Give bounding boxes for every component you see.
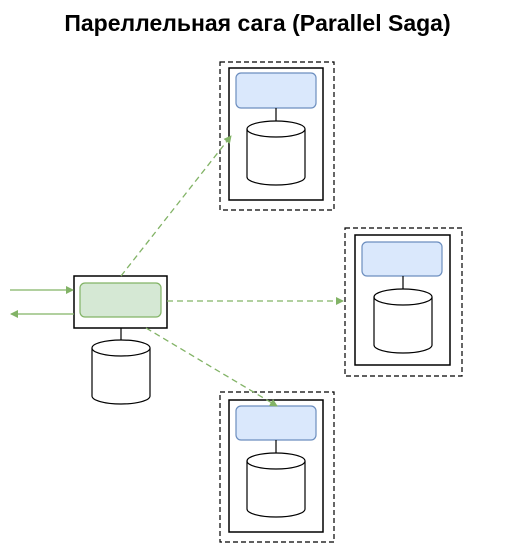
participant-1-database-icon	[246, 120, 306, 186]
participant-service-1	[219, 61, 335, 211]
participant-1-service-box[interactable]	[235, 72, 317, 109]
orchestrator-database-icon	[91, 339, 151, 405]
participant-service-2	[344, 227, 463, 377]
saga-arrow-to-participant-3	[145, 327, 278, 407]
participant-3-database-icon	[246, 452, 306, 518]
participant-3-dashed-boundary	[219, 391, 335, 543]
participant-2-dashed-boundary	[344, 227, 463, 377]
saga-arrow-to-participant-1	[120, 135, 232, 277]
participant-2-database-icon	[373, 288, 433, 354]
participant-1-dashed-boundary	[219, 61, 335, 211]
page-title: Пареллельная сага (Parallel Saga)	[64, 10, 451, 36]
orchestrator-service	[73, 275, 168, 405]
participant-2-service-box[interactable]	[361, 241, 443, 277]
orchestrator-service-box[interactable]	[79, 282, 162, 318]
participant-3-service-box[interactable]	[235, 405, 317, 441]
participant-service-3	[219, 391, 335, 543]
